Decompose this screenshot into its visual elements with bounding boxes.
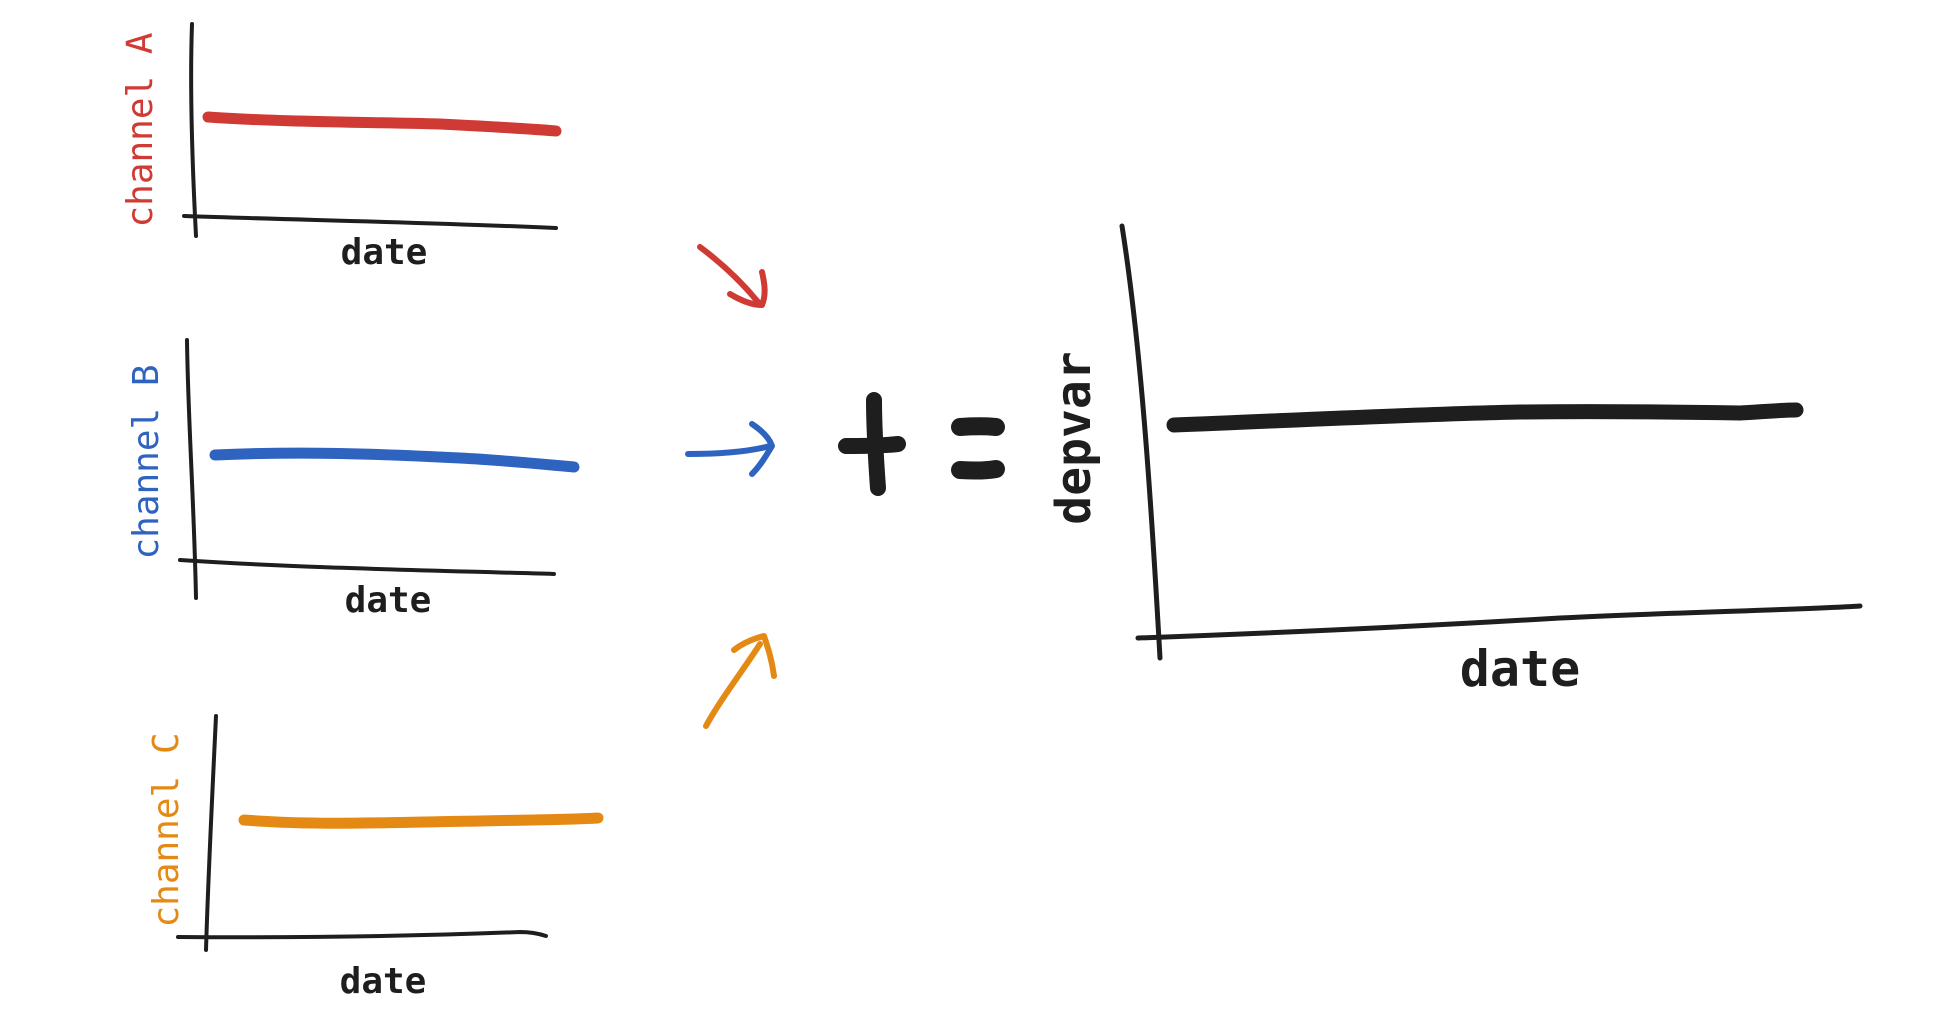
channel-a-y-label: channel A <box>120 32 161 227</box>
arrow-up-right-icon <box>703 633 777 729</box>
arrow-down-right-icon <box>697 244 768 308</box>
channel-c-y-axis <box>204 714 218 952</box>
equals-operator-label: = <box>978 449 979 451</box>
channel-b-x-label: date <box>345 580 432 621</box>
equals-icon <box>951 417 1005 480</box>
channel-b-series-line <box>209 447 580 473</box>
channel-b-x-axis <box>178 558 556 576</box>
plus-operator: + <box>838 392 906 496</box>
channel-c-y-label: channel C <box>146 732 187 927</box>
channel-a-series-line <box>202 111 562 137</box>
panel-depvar: date depvar <box>1046 223 1863 698</box>
channel-a-y-axis <box>189 22 198 238</box>
equals-operator: = <box>951 417 1005 480</box>
arrow-channel-a <box>697 244 768 308</box>
channel-c-series-line <box>238 812 604 829</box>
arrow-channel-c <box>703 633 777 729</box>
arrow-right-icon <box>685 421 775 477</box>
channel-c-x-label: date <box>340 961 427 1002</box>
depvar-x-axis <box>1135 603 1863 641</box>
depvar-series-line <box>1166 402 1804 433</box>
depvar-y-axis <box>1119 223 1163 661</box>
depvar-x-label: date <box>1460 640 1580 698</box>
depvar-y-label: depvar <box>1046 351 1102 524</box>
channel-a-x-axis <box>182 214 558 230</box>
channel-b-y-label: channel B <box>126 364 167 559</box>
channel-c-x-axis <box>176 930 548 940</box>
arrow-channel-b <box>685 421 775 477</box>
panel-channel-a: date channel A <box>120 22 562 273</box>
panel-channel-b: date channel B <box>126 338 580 621</box>
channel-a-x-label: date <box>341 232 428 273</box>
panel-channel-c: date channel C <box>146 714 604 1002</box>
plus-icon <box>838 392 906 496</box>
